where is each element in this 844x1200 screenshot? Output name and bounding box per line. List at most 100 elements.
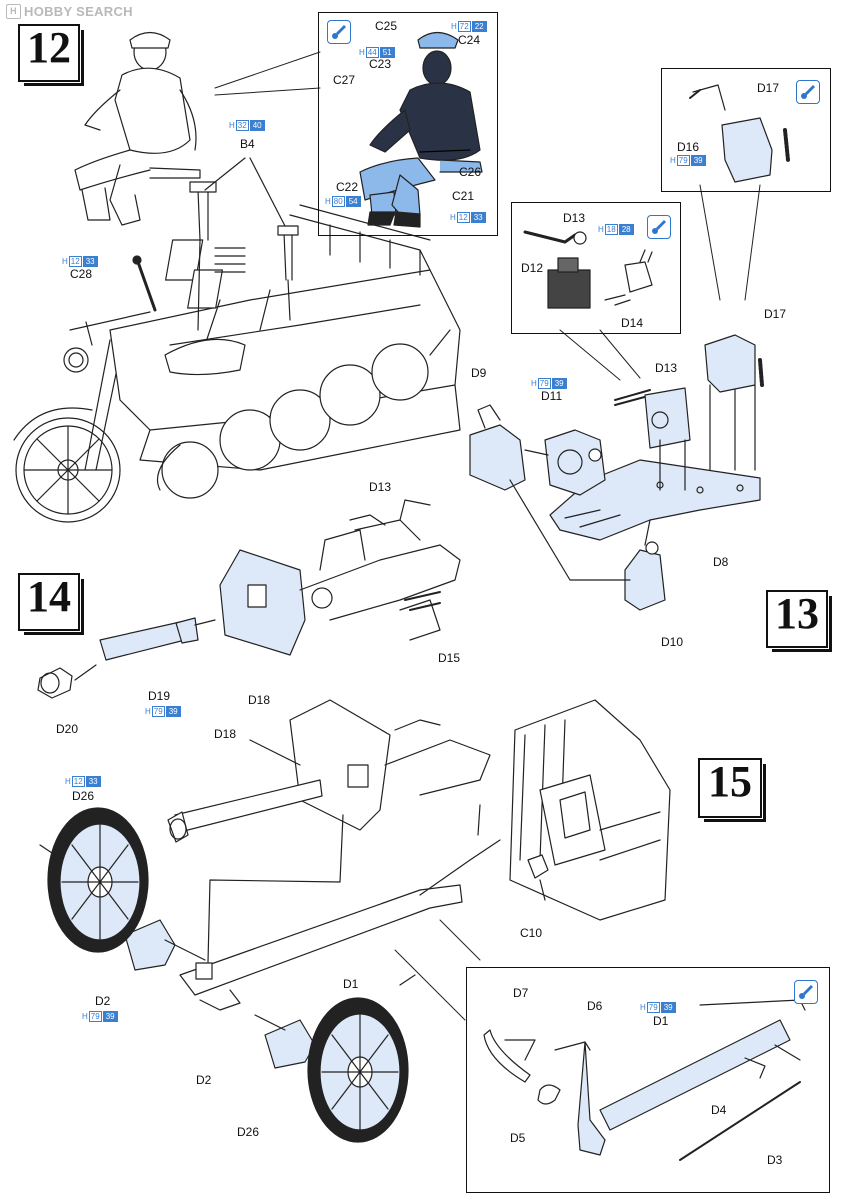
paint-code-1: 79 bbox=[537, 378, 551, 389]
paint-code-2: 33 bbox=[82, 256, 98, 267]
part-label-d12: D12 bbox=[521, 261, 544, 275]
part-label-d10: D10 bbox=[661, 635, 684, 649]
paint-code-2: 40 bbox=[249, 120, 265, 131]
paint-h: H bbox=[451, 22, 457, 31]
paint-code-1: 12 bbox=[68, 256, 82, 267]
paint-code-1: 79 bbox=[676, 155, 690, 166]
part-label-c25: C25 bbox=[375, 19, 398, 33]
paint-h: H bbox=[65, 777, 71, 786]
part-label-d15: D15 bbox=[438, 651, 461, 665]
part-label-d9: D9 bbox=[471, 366, 487, 380]
paint-h: H bbox=[325, 197, 331, 206]
paint-code-2: 39 bbox=[165, 706, 181, 717]
gun-carriage-assembly bbox=[39, 699, 806, 1161]
part-label-d8: D8 bbox=[713, 555, 729, 569]
paint-code-1: 32 bbox=[235, 120, 249, 131]
paint-h: H bbox=[640, 1003, 646, 1012]
part-label-d13: D13 bbox=[655, 361, 678, 375]
part-label-b4: B4 bbox=[240, 137, 255, 151]
watermark-text: HOBBY SEARCH bbox=[24, 4, 133, 19]
brush-icon bbox=[794, 980, 818, 1004]
part-label-c23: C23 bbox=[369, 57, 392, 71]
paint-code-2: 51 bbox=[379, 47, 395, 58]
kettenkrad-vehicle bbox=[13, 157, 461, 523]
part-label-d11: D11 bbox=[541, 389, 563, 403]
paint-code-1: 12 bbox=[456, 212, 470, 223]
part-label-d6: D6 bbox=[587, 999, 603, 1013]
paint-code-2: 33 bbox=[85, 776, 101, 787]
paint-code-2: 39 bbox=[102, 1011, 118, 1022]
paint-code-1: 80 bbox=[331, 196, 345, 207]
paint-code-1: 44 bbox=[365, 47, 379, 58]
paint-code-1: 12 bbox=[71, 776, 85, 787]
brush-icon bbox=[327, 20, 351, 44]
part-label-c22: C22 bbox=[336, 180, 359, 194]
seat-mount-assembly bbox=[469, 84, 790, 611]
part-label-d2: D2 bbox=[95, 994, 111, 1008]
paint-code-2: 39 bbox=[551, 378, 567, 389]
part-label-d2: D2 bbox=[196, 1073, 212, 1087]
watermark-mark: H bbox=[6, 4, 21, 19]
step-number-12: 12 bbox=[18, 24, 84, 86]
paint-code-2: 54 bbox=[345, 196, 361, 207]
inset-d12-d14-frame bbox=[511, 202, 681, 334]
paint-code-2: 39 bbox=[690, 155, 706, 166]
paint-h: H bbox=[229, 121, 235, 130]
driver-figure-painted bbox=[359, 31, 483, 228]
brush-icon bbox=[647, 215, 671, 239]
inset-driver-frame bbox=[318, 12, 498, 236]
part-label-d1: D1 bbox=[653, 1014, 669, 1028]
paint-code-1: 18 bbox=[604, 224, 618, 235]
step-number-15: 15 bbox=[698, 758, 766, 822]
part-label-d20: D20 bbox=[56, 722, 79, 736]
paint-h: H bbox=[598, 225, 604, 234]
paint-code-2: 39 bbox=[660, 1002, 676, 1013]
brush-icon bbox=[796, 80, 820, 104]
part-label-d26: D26 bbox=[237, 1125, 260, 1139]
paint-h: H bbox=[62, 257, 68, 266]
part-label-d18: D18 bbox=[214, 727, 237, 741]
paint-h: H bbox=[359, 48, 365, 57]
part-label-c26: C26 bbox=[459, 165, 482, 179]
step-number-13: 13 bbox=[766, 590, 832, 652]
inset-d16-d17-frame bbox=[661, 68, 831, 192]
part-label-d5: D5 bbox=[510, 1131, 526, 1145]
inset-d1-frame bbox=[466, 967, 830, 1193]
step-number-14: 14 bbox=[18, 573, 84, 635]
paint-h: H bbox=[450, 213, 456, 222]
part-label-d18: D18 bbox=[248, 693, 271, 707]
paint-code-2: 28 bbox=[618, 224, 634, 235]
part-label-d1: D1 bbox=[343, 977, 359, 991]
part-label-d26: D26 bbox=[72, 789, 95, 803]
paint-code-2: 33 bbox=[470, 212, 486, 223]
part-label-d17: D17 bbox=[757, 81, 780, 95]
paint-h: H bbox=[82, 1012, 88, 1021]
gun-cradle-assembly bbox=[37, 499, 461, 699]
part-label-c10: C10 bbox=[520, 926, 543, 940]
part-label-c28: C28 bbox=[70, 267, 93, 281]
part-label-d13: D13 bbox=[563, 211, 586, 225]
part-label-c27: C27 bbox=[333, 73, 356, 87]
paint-code-1: 79 bbox=[88, 1011, 102, 1022]
paint-h: H bbox=[145, 707, 151, 716]
part-label-d13: D13 bbox=[369, 480, 392, 494]
part-label-d7: D7 bbox=[513, 986, 529, 1000]
part-label-d3: D3 bbox=[767, 1153, 783, 1167]
paint-code-1: 79 bbox=[151, 706, 165, 717]
part-label-d16: D16 bbox=[677, 140, 700, 154]
driver-figure-outline bbox=[74, 31, 201, 226]
part-label-c24: C24 bbox=[458, 33, 481, 47]
paint-h: H bbox=[670, 156, 676, 165]
